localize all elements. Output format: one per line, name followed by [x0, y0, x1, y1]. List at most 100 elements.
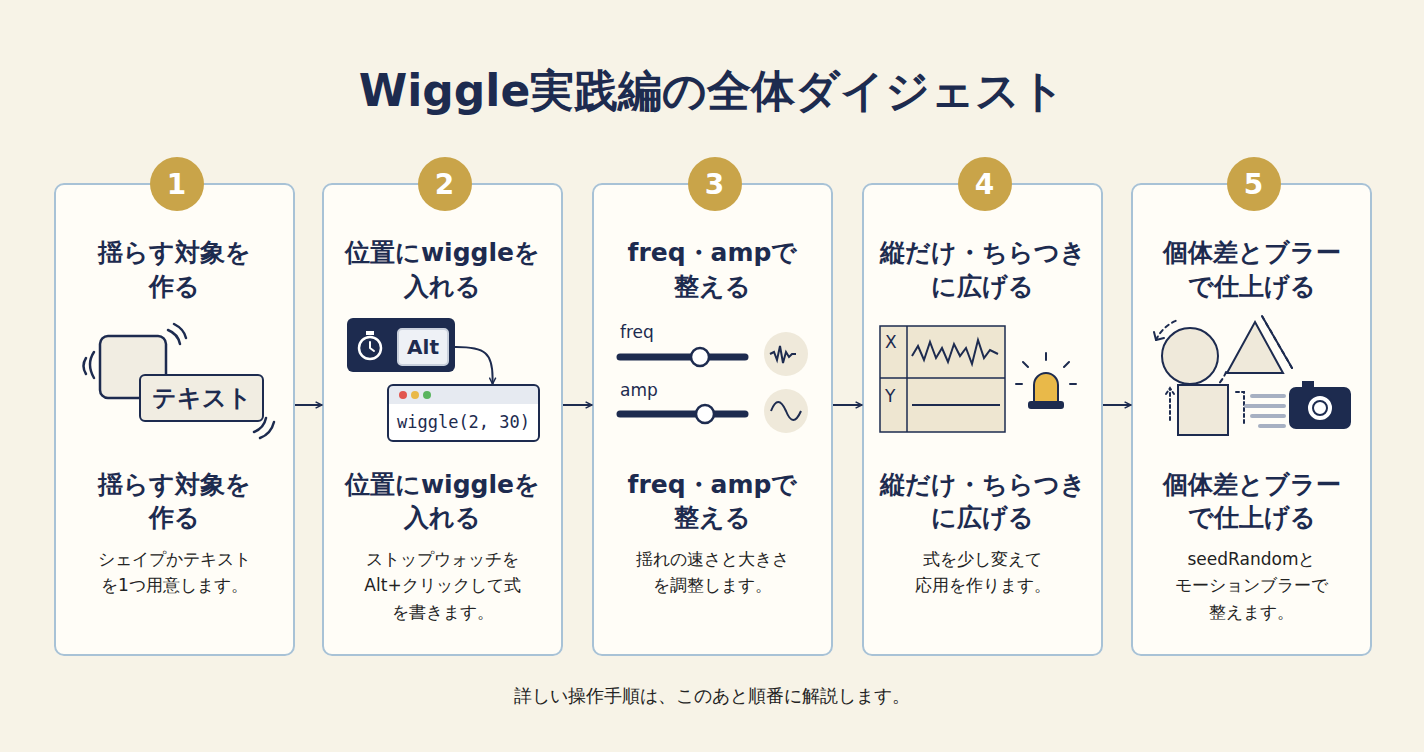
shapes-blur-illustration-part: [1227, 322, 1283, 373]
code-window: wiggle(2, 30): [387, 384, 540, 442]
badge-number: 2: [435, 168, 454, 201]
badge-number: 3: [705, 168, 724, 201]
slider-illustration-part: [620, 411, 745, 418]
step-badge: 4: [958, 157, 1012, 211]
slider-illustration-part: [770, 346, 796, 363]
shapes-blur-illustration-part: [1290, 388, 1350, 428]
shape-illustration-part: [260, 422, 274, 438]
axis-label: freq: [620, 322, 654, 342]
shapes-blur-illustration-part: [1162, 328, 1218, 384]
slider-illustration-part: [771, 402, 801, 420]
step-heading-repeat: 揺らす対象を 作る: [96, 468, 253, 536]
shapes-blur-illustration-part: [1154, 332, 1164, 340]
slider-illustration-part: [764, 332, 808, 376]
shapes-blur-illustration-part: [1262, 316, 1292, 368]
card-fill: [54, 183, 1372, 656]
slider-illustration-part: [620, 354, 745, 361]
step-badge: 5: [1227, 157, 1281, 211]
step-heading-repeat: 個体差とブラー で仕上げる: [1161, 468, 1343, 536]
step-heading: 位置にwiggleを 入れる: [343, 236, 542, 304]
shapes-blur-illustration-part: [1260, 424, 1284, 428]
badge-number: 1: [167, 168, 186, 201]
step-badge: 1: [150, 157, 204, 211]
shapes-blur-illustration-part: [1156, 320, 1178, 340]
window-dot: [423, 391, 431, 399]
siren-icon-part: [1016, 353, 1076, 384]
shapes-blur-illustration-part: [1246, 404, 1284, 408]
shapes-blur-illustration-part: [1313, 401, 1327, 415]
axis-label: amp: [620, 380, 658, 400]
step-card: 個体差とブラー で仕上げる個体差とブラー で仕上げる seedRandomと モー…: [1131, 183, 1372, 656]
shapes-blur-illustration-part: [1262, 316, 1292, 368]
flow-arrow: [1103, 404, 1131, 406]
flow-arrow: [295, 404, 322, 406]
shape-illustration-part: [90, 352, 94, 378]
shape-illustration: [84, 324, 275, 438]
step-description: seedRandomと モーションブラーで 整えます。: [1173, 546, 1330, 625]
step-heading: freq・ampで 整える: [626, 236, 800, 304]
step-description: 揺れの速さと大きさ を調整します。: [634, 546, 791, 599]
window-dot: [411, 391, 419, 399]
axis-chart-part: [906, 326, 908, 432]
axis-label: Y: [885, 386, 895, 406]
code-text: wiggle(2, 30): [397, 412, 530, 432]
key-label: Alt: [407, 335, 439, 359]
slider-illustration-part: [764, 389, 808, 433]
axis-chart-part: [912, 404, 1000, 406]
slider-illustration-part: [696, 405, 714, 423]
diagram-title: Wiggle実践編の全体ダイジェスト: [0, 62, 1424, 121]
shapes-blur-illustration-part: [1236, 392, 1244, 426]
shape-illustration-part: [174, 324, 186, 338]
step-heading: 個体差とブラー で仕上げる: [1161, 236, 1343, 304]
shapes-blur-illustration-part: [1307, 395, 1333, 421]
step-heading-repeat: 位置にwiggleを 入れる: [343, 468, 542, 536]
shape-illustration-part: [168, 330, 180, 344]
shapes-blur-illustration-part: [1252, 394, 1284, 398]
shape-illustration-part: [84, 358, 87, 374]
axis-chart-part: [880, 326, 1005, 432]
step-badge: 2: [418, 157, 472, 211]
flow-arrow: [833, 404, 862, 406]
text-chip: テキスト: [139, 374, 264, 422]
axis-chart-part: [912, 340, 998, 364]
card-fill-part: [862, 183, 1103, 656]
chip-text: テキスト: [152, 382, 252, 414]
shapes-blur-illustration-part: [1252, 414, 1284, 418]
card-fill-part: [322, 183, 563, 656]
card-fill-part: [592, 183, 833, 656]
step-description: ストップウォッチを Alt+クリックして式 を書きます。: [362, 546, 523, 625]
step-description: 式を少し変えて 応用を作ります。: [913, 546, 1053, 599]
stopwatch-panel-part: [347, 318, 455, 372]
step-card: freq・ampで 整える freq・ampで 整える揺れの速さと大きさ を調整し…: [592, 183, 833, 656]
shapes-blur-illustration-part: [1178, 385, 1228, 435]
stopwatch-panel: [347, 318, 455, 372]
siren-icon-part: [1029, 402, 1063, 408]
slider-illustration-part: [691, 348, 709, 366]
step-card: 縦だけ・ちらつき に広げる縦だけ・ちらつき に広げる式を少し変えて 応用を作りま…: [862, 183, 1103, 656]
siren-icon: [1016, 353, 1076, 408]
badge-number: 5: [1244, 168, 1263, 201]
window-dots: [395, 387, 455, 403]
diagram-caption: 詳しい操作手順は、このあと順番に解説します。: [0, 684, 1424, 708]
siren-icon-part: [1034, 373, 1058, 402]
step-badge: 3: [688, 157, 742, 211]
step-heading: 揺らす対象を 作る: [96, 236, 253, 304]
stopwatch-panel-part: [370, 342, 374, 351]
axis-label: X: [885, 332, 897, 352]
slider-illustration: [620, 332, 808, 433]
card-fill-part: [1131, 183, 1372, 656]
card-fill-part: [54, 183, 295, 656]
window-dot: [399, 391, 407, 399]
axis-chart: [880, 326, 1005, 432]
flow-arrow: [449, 347, 493, 384]
key-chip: Alt: [397, 328, 449, 366]
stopwatch-panel-part: [366, 331, 374, 335]
step-heading-repeat: freq・ampで 整える: [626, 468, 800, 536]
step-description: シェイプかテキスト を1つ用意します。: [96, 546, 253, 599]
badge-number: 4: [975, 168, 994, 201]
shapes-blur-illustration-part: [1166, 388, 1174, 420]
step-card: 揺らす対象を 作る揺らす対象を 作るシェイプかテキスト を1つ用意します。1テキ…: [54, 183, 295, 656]
shapes-blur-illustration: [1154, 316, 1350, 435]
flow-arrow: [563, 404, 592, 406]
